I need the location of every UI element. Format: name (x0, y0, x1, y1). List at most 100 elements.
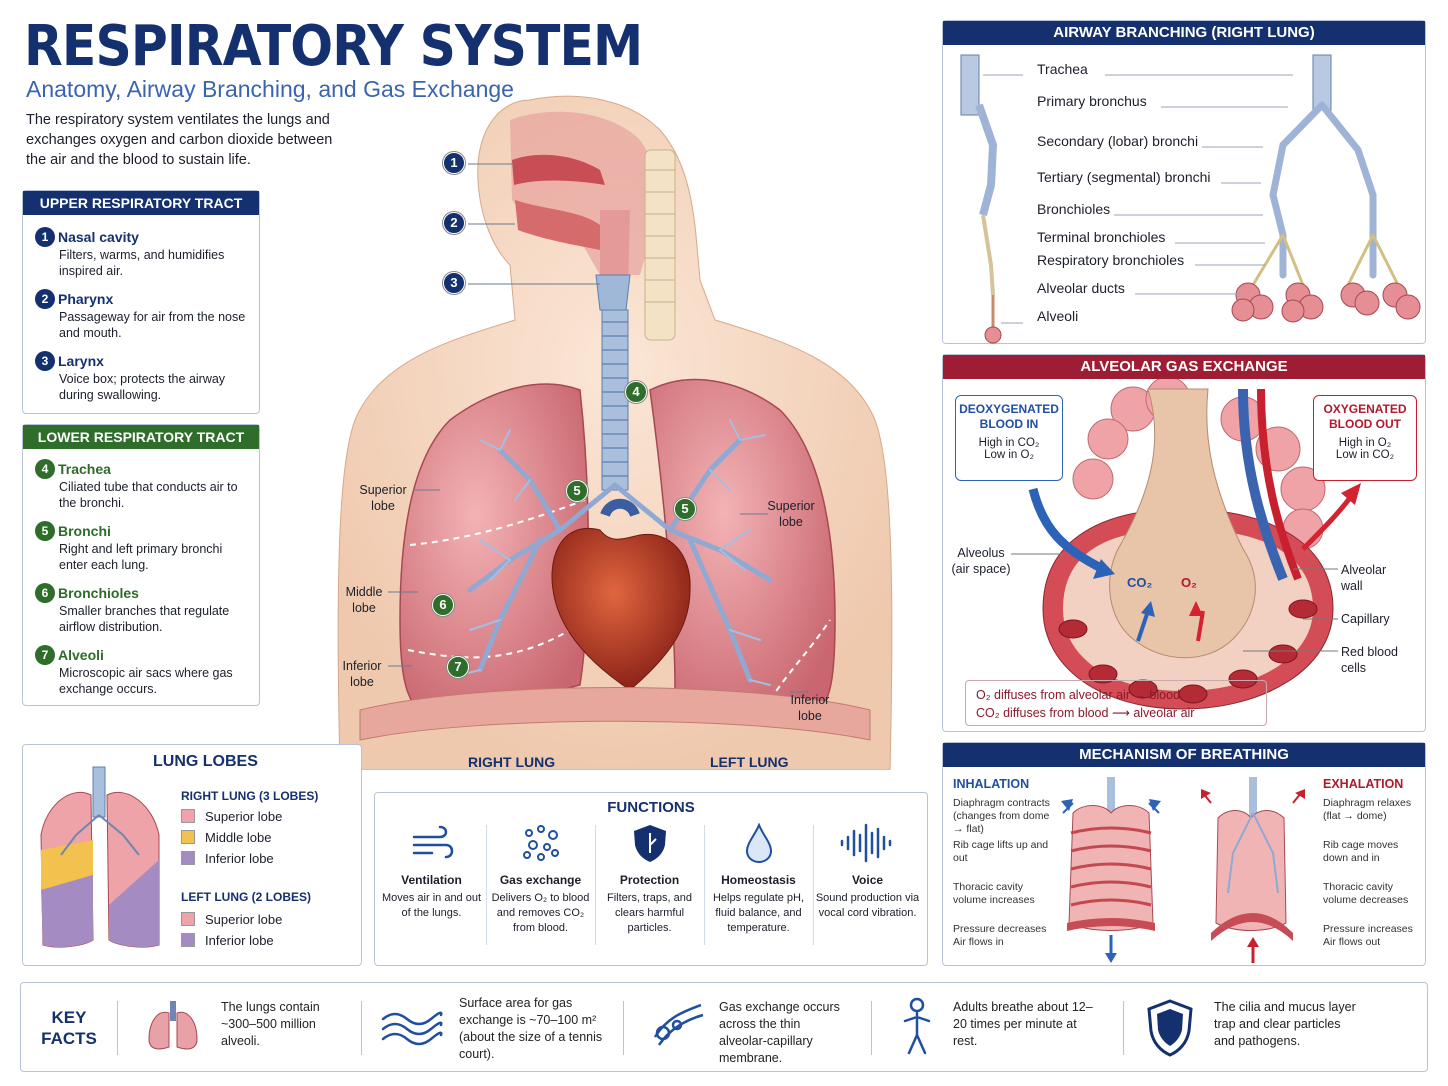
shield-icon (1147, 999, 1193, 1057)
lobe-legend-item: Superior lobe (181, 912, 282, 927)
capillary-label: Capillary (1341, 612, 1390, 626)
branch-level-label: Alveolar ducts (1033, 280, 1129, 296)
red-blood-cells-label: Red blood cells (1341, 645, 1398, 675)
airway-branching-heading: AIRWAY BRANCHING (RIGHT LUNG) (943, 21, 1425, 45)
number-badge: 5 (35, 521, 55, 541)
inhalation-title: INHALATION (953, 777, 1030, 791)
lobe-legend-item: Inferior lobe (181, 933, 274, 948)
branch-level-label: Respiratory bronchioles (1033, 252, 1189, 268)
branch-level-label: Bronchioles (1033, 201, 1115, 217)
item-desc: Filters, warms, and humidifies inspired … (59, 248, 225, 278)
airway-branching-panel: AIRWAY BRANCHING (RIGHT LUNG) (942, 20, 1426, 344)
deoxy-title: DEOXYGENATED BLOOD IN (959, 402, 1059, 431)
item-title: Bronchioles (58, 585, 139, 601)
function-title: Protection (619, 873, 680, 887)
membrane-icon (653, 1003, 704, 1046)
function-desc: Moves air in and out of the lungs. (381, 892, 482, 919)
fact-2: Surface area for gas exchange is ~70–100… (459, 996, 603, 1061)
item-desc: Passageway for air from the nose and mou… (59, 310, 246, 340)
label-left-lung: LEFT LUNG (710, 754, 789, 770)
key-facts-heading: KEY FACTS (41, 1008, 97, 1048)
divider (871, 1001, 872, 1055)
number-badge: 6 (35, 583, 55, 603)
function-title: Voice (851, 873, 884, 887)
exhalation-title: EXHALATION (1323, 777, 1404, 791)
lobe-legend-label: Inferior lobe (205, 851, 274, 866)
callout-7: 7 (447, 656, 469, 678)
diffusion-note: O₂ diffuses from alveolar air → blood CO… (965, 680, 1267, 726)
lobe-swatch (181, 851, 195, 865)
airway-branching-illustration (960, 54, 1421, 344)
number-badge: 3 (35, 351, 55, 371)
fact-5: The cilia and mucus layer trap and clear… (1214, 1000, 1356, 1048)
item-desc: Microscopic air sacs where gas exchange … (59, 666, 233, 696)
soundwave-icon (815, 823, 920, 867)
gas-exchange-heading: ALVEOLAR GAS EXCHANGE (943, 355, 1425, 379)
anatomy-illustration (337, 95, 893, 770)
shield-icon (597, 823, 702, 867)
lobes-illustration (40, 766, 160, 948)
fact-3: Gas exchange occurs across the thin alve… (719, 1000, 840, 1065)
lobe-legend-item: Inferior lobe (181, 851, 274, 866)
item-title: Larynx (58, 353, 104, 369)
item-title: Alveoli (58, 647, 104, 663)
lobe-legend-label: Superior lobe (205, 809, 283, 824)
exhalation-step: Thoracic cavity volume decreases (1323, 881, 1409, 906)
breathing-illustration (1061, 777, 1305, 963)
number-badge: 1 (35, 227, 55, 247)
lung-lobes-panel: LUNG LOBES RIGHT LUNG (3 LOBES) Superior… (22, 744, 362, 966)
divider (813, 825, 814, 945)
item-title: Pharynx (58, 291, 114, 307)
exhalation-step: Pressure increases Air flows out (1323, 923, 1413, 948)
o2-label: O₂ (1181, 575, 1197, 590)
function-desc: Helps regulate pH, fluid balance, and te… (712, 892, 805, 934)
divider (595, 825, 596, 945)
callout-4: 4 (625, 381, 647, 403)
droplet-icon (706, 822, 811, 867)
callout-5-left: 5 (674, 498, 696, 520)
alveolus-label: Alveolus (air space) (951, 546, 1011, 576)
branch-level-label: Trachea (1033, 61, 1092, 77)
branch-level-label: Primary bronchus (1033, 93, 1151, 109)
oxygenated-box: OXYGENATED BLOOD OUT High in O₂ Low in C… (1313, 395, 1417, 481)
functions-heading: FUNCTIONS (607, 799, 695, 816)
deoxy-line1: High in CO₂ (978, 437, 1040, 449)
left-lung-lobes-heading: LEFT LUNG (2 LOBES) (181, 890, 311, 904)
callout-6: 6 (432, 594, 454, 616)
lobe-swatch (181, 809, 195, 823)
branch-level-label: Secondary (lobar) bronchi (1033, 133, 1203, 149)
lower-tract-heading: LOWER RESPIRATORY TRACT (23, 425, 259, 449)
divider (704, 825, 705, 945)
exhalation-step: Diaphragm relaxes (flat → dome) (1323, 797, 1412, 822)
fact-1: The lungs contain ~300–500 million alveo… (221, 1000, 320, 1048)
function-desc: Delivers O₂ to blood and removes CO₂ fro… (491, 892, 590, 934)
oxy-title: OXYGENATED BLOOD OUT (1323, 402, 1407, 431)
lungs-icon (148, 1001, 198, 1050)
lobe-legend-label: Superior lobe (205, 912, 283, 927)
deoxy-line2: Low in O₂ (984, 449, 1034, 461)
page-subtitle: Anatomy, Airway Branching, and Gas Excha… (26, 76, 514, 102)
function-desc: Sound production via vocal cord vibratio… (815, 892, 920, 919)
item-title: Bronchi (58, 523, 111, 539)
divider (623, 1001, 624, 1055)
oxy-line2: Low in CO₂ (1335, 449, 1395, 461)
label-superior-lobe-right: Superior lobe (359, 483, 407, 513)
co2-label: CO₂ (1127, 575, 1153, 590)
diffusion-note-co2: CO₂ diffuses from blood ⟶ alveolar air (976, 706, 1195, 720)
label-inferior-lobe-left: Inferior lobe (790, 693, 830, 723)
bubbles-icon (488, 823, 593, 867)
function-title: Gas exchange (499, 873, 582, 887)
divider (117, 1001, 118, 1055)
number-badge: 7 (35, 645, 55, 665)
callout-5-right: 5 (566, 480, 588, 502)
upper-tract-heading: UPPER RESPIRATORY TRACT (23, 191, 259, 215)
